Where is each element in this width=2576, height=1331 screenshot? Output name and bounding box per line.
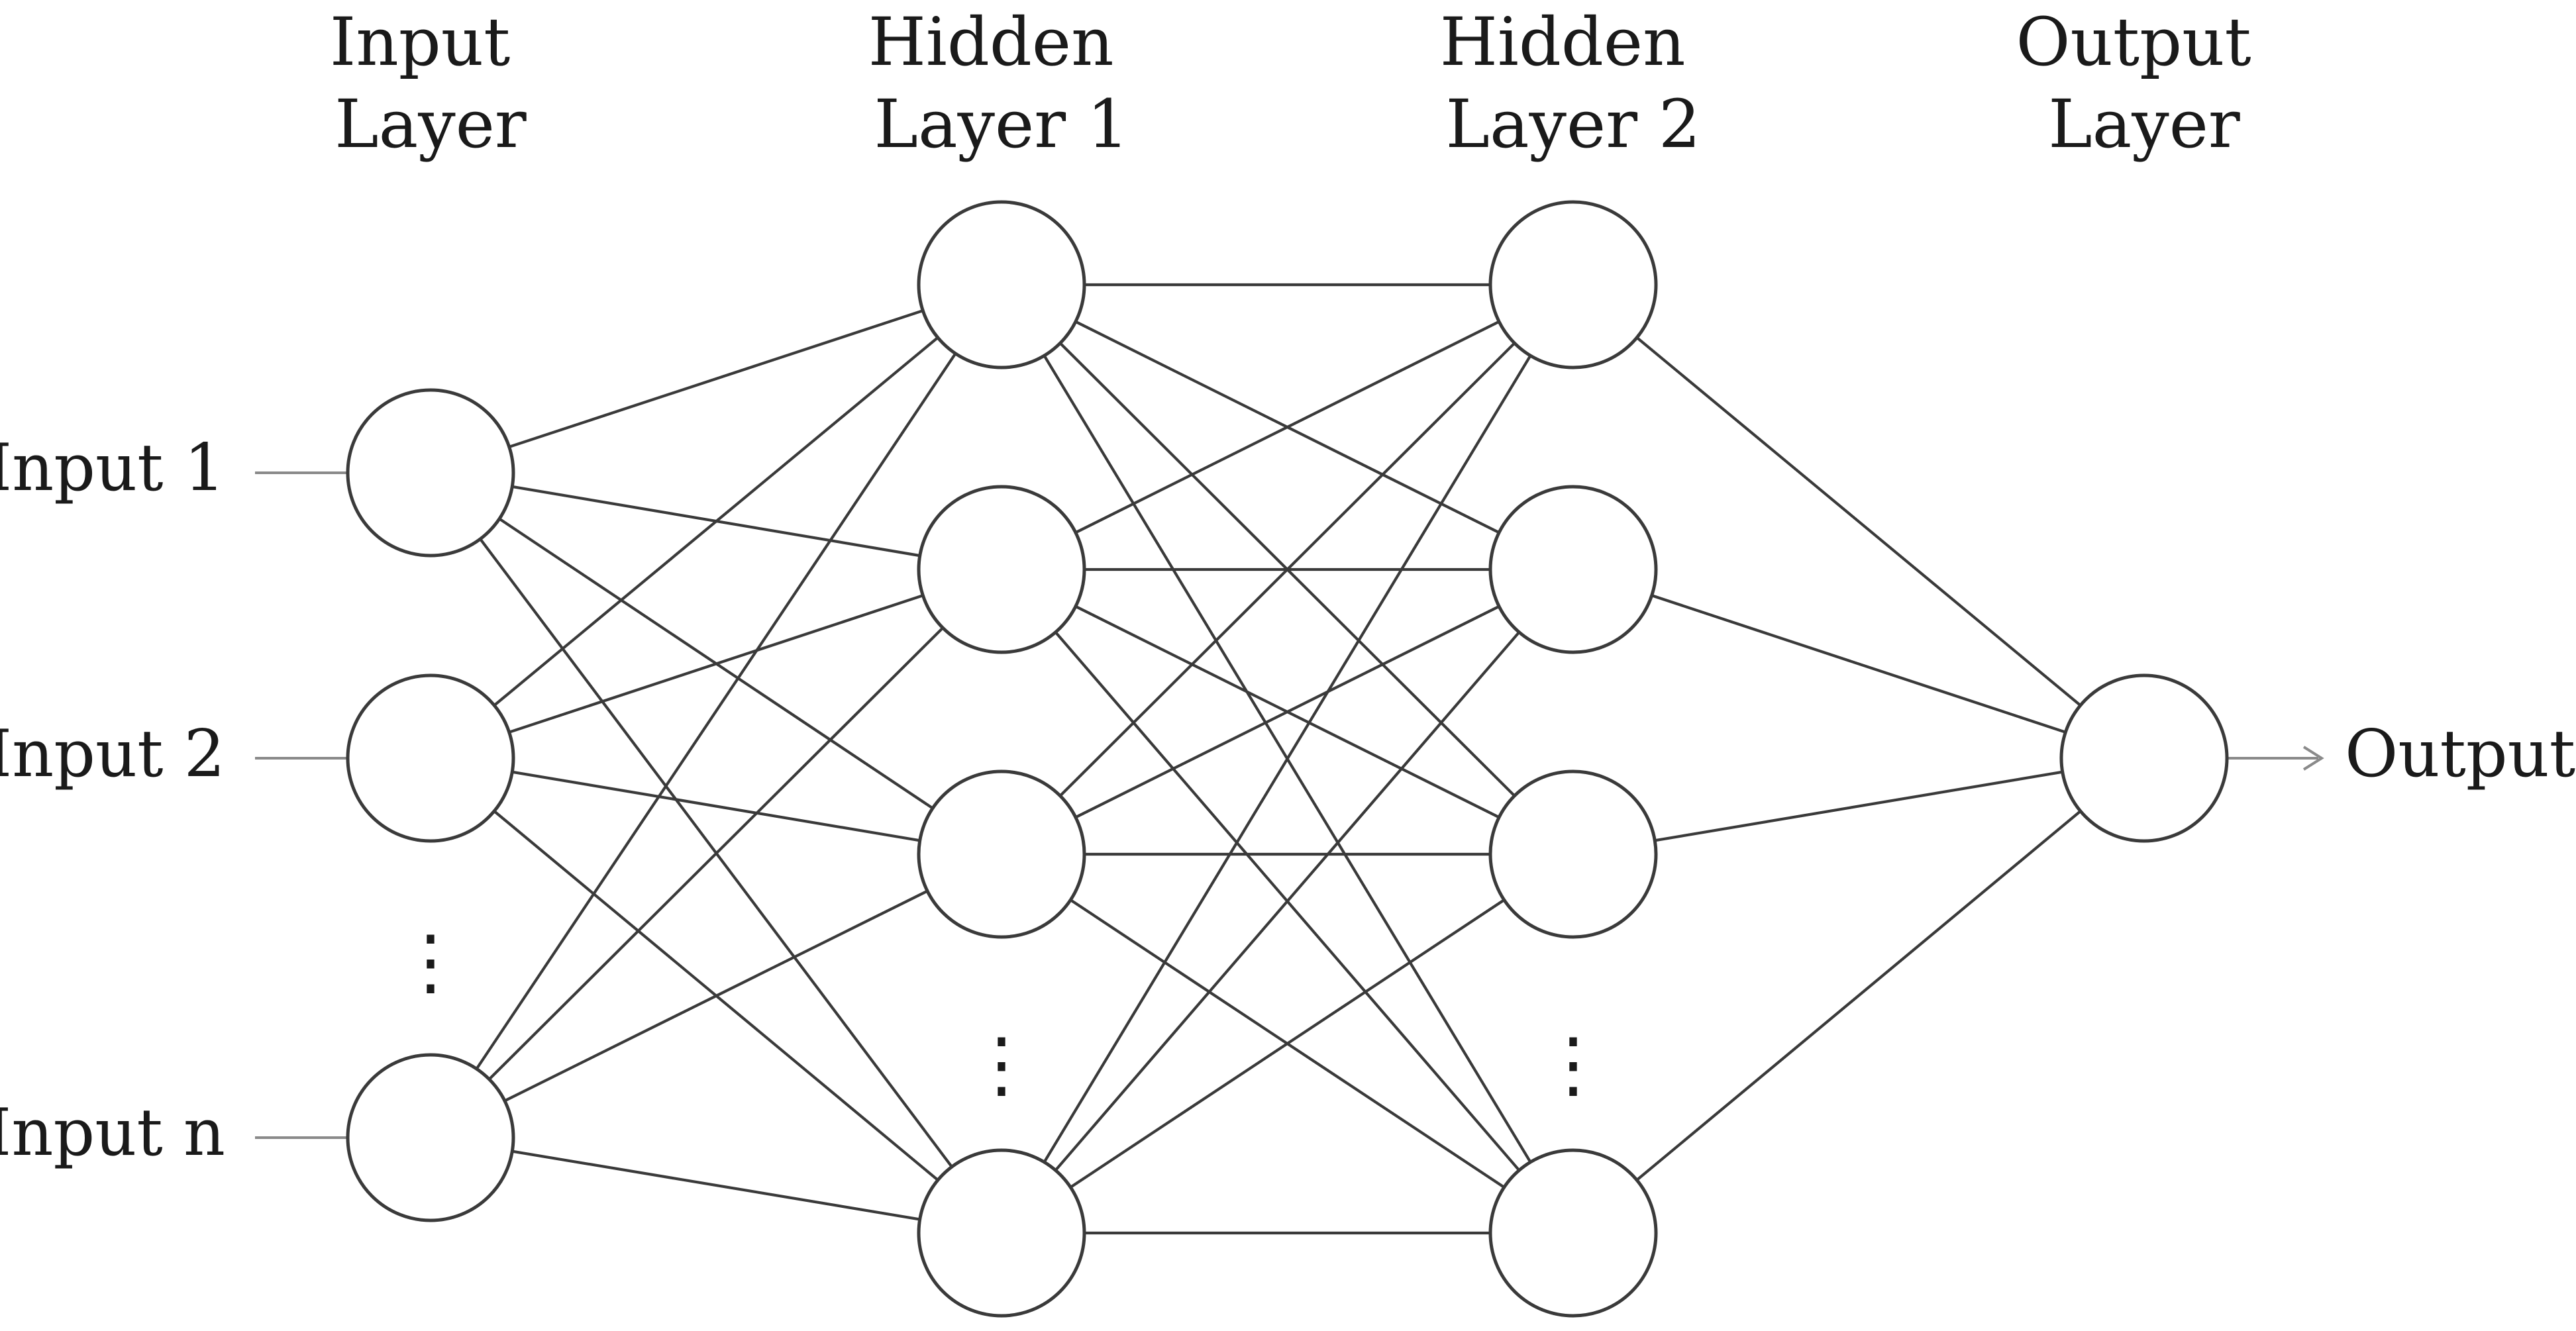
hidden-layer-1-title-line1: Hidden: [868, 3, 1114, 81]
connections: [429, 283, 2145, 1235]
input-lines: [255, 471, 348, 1139]
edge-h1d-h2b: [1000, 568, 1574, 1234]
hidden1-neuron-3: [917, 769, 1086, 939]
output-layer: [2059, 673, 2229, 843]
output-arrowhead: [2302, 746, 2324, 771]
input-2-label: Input 2: [0, 716, 225, 792]
layer-titles: Input Layer Hidden Layer 1 Hidden Layer …: [330, 3, 2273, 163]
edge-h1d-h2c: [1000, 853, 1574, 1234]
edge-in-h1b: [429, 568, 1003, 1139]
edge-i2-h1a: [429, 283, 1003, 760]
edge-i1-h1a: [430, 283, 1002, 474]
edge-in-h1d: [430, 1136, 1002, 1235]
hidden2-neuron-2: [1488, 485, 1658, 654]
hidden-layer-1-title-line2: Layer 1: [874, 85, 1129, 163]
edge-h1c-h2b: [1001, 568, 1574, 856]
hidden2-ellipsis: ⋮: [1537, 1022, 1610, 1107]
hidden1-ellipsis: ⋮: [965, 1022, 1038, 1107]
edge-h1c-h2a: [1000, 283, 1574, 856]
input-ellipsis: ⋮: [394, 919, 467, 1004]
edge-h2c-out: [1572, 756, 2145, 856]
edge-in-h1a: [429, 283, 1003, 1139]
edge-h2d-out: [1572, 757, 2145, 1234]
hidden1-neuron-2: [917, 485, 1086, 654]
edge-i2-h1c: [430, 756, 1002, 856]
output-layer-title-line1: Output: [2016, 3, 2251, 81]
edge-h1b-h2a: [1001, 283, 1574, 571]
input-neuron-n: [346, 1053, 515, 1222]
output-label: Output: [2345, 716, 2575, 792]
input-n-label: Input n: [0, 1095, 225, 1171]
hidden-layer-2-title-line2: Layer 2: [1446, 85, 1701, 163]
input-layer: [346, 388, 515, 1222]
edge-h2b-out: [1572, 568, 2145, 760]
hidden1-neuron-n: [917, 1148, 1086, 1318]
hidden-layer-1: [917, 200, 1086, 1318]
hidden1-neuron-1: [917, 200, 1086, 370]
hidden-layer-2: [1488, 200, 1658, 1318]
input-layer-title-line2: Layer: [335, 85, 527, 163]
io-labels: Input 1 Input 2 Input n Output: [0, 430, 2575, 1171]
output-layer-title-line2: Layer: [2048, 85, 2240, 163]
input-neuron-1: [346, 388, 515, 558]
edge-h1d-h2a: [1000, 283, 1574, 1234]
output-layer-title: Output Layer: [2016, 3, 2273, 163]
hidden2-neuron-n: [1488, 1148, 1658, 1318]
hidden-layer-1-title: Hidden Layer 1: [868, 3, 1135, 163]
input-1-label: Input 1: [0, 430, 225, 506]
input-layer-title-line1: Input: [330, 3, 511, 81]
hidden2-neuron-3: [1488, 769, 1658, 939]
hidden-layer-2-title-line1: Hidden: [1440, 3, 1686, 81]
edge-in-h1c: [430, 853, 1002, 1139]
output-neuron: [2059, 673, 2229, 843]
input-neuron-2: [346, 673, 515, 843]
edge-i2-h1b: [430, 568, 1002, 760]
input-layer-title: Input Layer: [330, 3, 531, 163]
hidden2-neuron-1: [1488, 200, 1658, 370]
edge-h2a-out: [1572, 283, 2145, 760]
hidden-layer-2-title: Hidden Layer 2: [1440, 3, 1707, 163]
output-arrow: [2227, 746, 2324, 771]
